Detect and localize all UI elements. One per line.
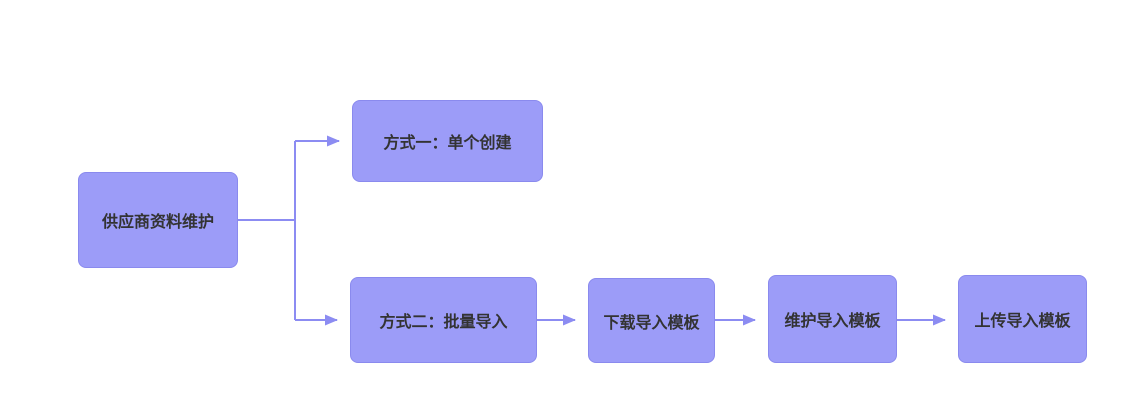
node-method2-batch-import[interactable]: 方式二：批量导入 [350,277,537,363]
node-maintain-import-template[interactable]: 维护导入模板 [768,275,897,363]
node-download-import-template[interactable]: 下载导入模板 [588,278,715,363]
node-label: 上传导入模板 [974,313,1071,330]
node-label: 方式一：单个创建 [383,135,512,152]
node-label: 供应商资料维护 [101,214,214,231]
edge-root-trunk [238,141,296,320]
node-supplier-data-maintenance[interactable]: 供应商资料维护 [78,172,238,268]
node-label: 维护导入模板 [784,313,881,330]
node-label: 方式二：批量导入 [379,314,508,331]
node-label: 下载导入模板 [603,314,700,332]
node-method1-single-create[interactable]: 方式一：单个创建 [352,100,543,182]
node-upload-import-template[interactable]: 上传导入模板 [958,275,1087,363]
